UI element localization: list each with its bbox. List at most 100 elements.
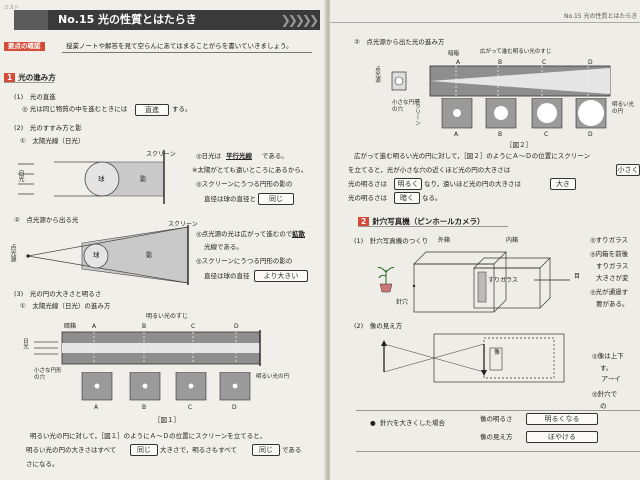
s1a-end: する。	[172, 105, 192, 113]
image-formation-diagram	[381, 333, 565, 383]
c1-note-1: ◎すりガラス	[590, 236, 629, 244]
c3-sharpness-label: 像の見え方	[480, 433, 513, 441]
c3-row-label: 針穴を大きくした場合	[380, 419, 445, 427]
letter-a: A	[92, 323, 97, 330]
c1-note-6: 要がある。	[596, 300, 629, 308]
sunlight-shadow-diagram	[18, 150, 165, 204]
banner-number: No.15	[58, 13, 95, 26]
para-1: 明るい光の円に対して，［図１］のようにＡ～Ｄの位置にスクリーンを立てると，	[30, 432, 267, 440]
answer-darker: 暗く	[394, 192, 420, 204]
fig2-letter-b: B	[498, 131, 503, 138]
frosted-glass-label: すりガラス	[488, 277, 518, 284]
screens-row	[81, 372, 251, 401]
letter-b: B	[142, 323, 147, 330]
c2-note-4: の	[600, 402, 607, 410]
fig2-letter-c: C	[544, 131, 549, 138]
bullet-icon: ●	[370, 419, 376, 427]
corner-label: ミスト	[4, 5, 20, 11]
s1b1-label: ① 太陽光線（日光）	[20, 137, 85, 145]
pinhole-label: 針穴	[396, 299, 409, 306]
letter-d: D	[234, 323, 239, 330]
figure-1-dark-box	[34, 330, 261, 366]
inner-box-label: 内箱	[506, 237, 519, 244]
r-box-label: 暗箱	[448, 51, 460, 57]
point-note-2: 光線である。	[204, 243, 243, 251]
answer-same-brightness: 同じ	[252, 444, 280, 456]
screen-letter-c: C	[188, 404, 193, 411]
para-2: 明るい光の円の大きさはすべて	[26, 446, 117, 454]
lamp-label: 点光源	[9, 244, 16, 262]
outer-box-label: 外箱	[438, 237, 451, 244]
r-letter-c: C	[542, 59, 547, 66]
fig2-letter-a: A	[454, 131, 459, 138]
screen-letter-b: B	[142, 404, 147, 411]
ball-label: 球	[98, 175, 105, 183]
r-para-1: 広がって進む明るい光の円に対して，［図２］のようにＡ～Ｄの位置にスクリーン	[354, 152, 590, 160]
r-letter-a: A	[456, 59, 461, 66]
figure-2-caption: ［図２］	[506, 141, 532, 149]
para-2b: 大きさで，明るさもすべて	[160, 446, 238, 454]
left-page: ミスト No.15 光の性質とはたらき ❯❯❯❯❯ 要点の確認 授業ノートや解答…	[0, 0, 326, 480]
c3-brightness-label: 像の明るさ	[480, 415, 513, 423]
running-header: No.15 光の性質とはたらき	[564, 13, 638, 20]
letter-c: C	[191, 323, 196, 330]
c2-note-2: す。	[600, 364, 613, 372]
shadow-label: 影	[140, 175, 147, 183]
s1b-label: (2) 光のすすみ方と影	[14, 124, 82, 132]
figure-2-dark-box	[391, 65, 611, 97]
answer-smaller: 小さく	[616, 164, 640, 176]
right-page: No.15 光の性質とはたらき ② 点光源から出た光の進み方 暗箱 広がって進む…	[330, 0, 640, 480]
dark-box-label: 暗箱	[64, 323, 77, 330]
r-para-4: 光の明るさは	[348, 194, 387, 202]
shadow-label-2: 影	[146, 251, 153, 259]
point-light-diagram	[26, 225, 189, 285]
sunlight-label: 日光	[17, 170, 24, 182]
ball-label-2: 球	[93, 251, 100, 259]
r2-label: ② 点光源から出た光の進み方	[354, 38, 445, 46]
pinhole-size-table: ● 針穴を大きくした場合 像の明るさ 明るくなる 像の見え方 ぼやける	[356, 410, 640, 452]
point-note-3: ◎スクリーンにうつる円形の影の	[196, 257, 293, 265]
r-hole-label: 小さな円形の穴	[392, 100, 420, 113]
c1-note-2: ◎内箱を前後	[590, 250, 629, 258]
s1c-label: (3) 光の円の大きさと明るさ	[14, 290, 102, 298]
screen-letter-a: A	[94, 404, 99, 411]
answer-sharpness: ぼやける	[526, 431, 598, 443]
sun-note-2: ※太陽がとても遠いところにあるから。	[192, 166, 308, 174]
answer-same-size: 同じ	[130, 444, 158, 456]
r-para-2: を立てると，光が小さな穴の近くほど光の円の大きさは	[348, 166, 511, 174]
title-banner: No.15 光の性質とはたらき ❯❯❯❯❯	[14, 10, 320, 30]
answer-larger-far: 大き	[550, 178, 576, 190]
c2-note-3: ◎針穴で	[592, 390, 618, 398]
r-para-4b: なる。	[422, 194, 442, 202]
r-lamp-label: 点光源	[374, 66, 380, 83]
lead-tag: 要点の確認	[4, 42, 45, 51]
sun-note-1-end: である。	[262, 152, 288, 160]
figure-2-screens	[441, 98, 607, 129]
c2-note-1: ◎像は上下	[592, 352, 624, 360]
screen-label: スクリーン	[146, 151, 176, 158]
chevron-decoration-icon: ❯❯❯❯❯	[280, 13, 319, 27]
s1a-label: (1) 光の直進	[14, 93, 56, 101]
sun-note-1-answer: 平行光線	[226, 152, 252, 160]
small-hole-label: 小さな円形の穴	[34, 368, 62, 381]
answer-larger: より大きい	[254, 270, 308, 282]
point-note-1-answer: 拡散	[292, 230, 305, 238]
r-spread-label: 広がって進む明るい光のすじ	[480, 49, 552, 55]
r-letter-b: B	[498, 59, 503, 66]
c2-label: (2) 像の見え方	[354, 322, 403, 330]
r-para-3b: なり，遠いほど光の円の大きさは	[424, 180, 522, 188]
pinhole-camera-diagram	[377, 251, 570, 313]
r-para-3: 光の明るさは	[348, 180, 387, 188]
s1b2-label: ② 点光源から出る光	[14, 216, 79, 224]
answer-brightness: 明るくなる	[526, 413, 598, 425]
sun-note-4: 直径は球の直径と	[204, 195, 256, 203]
bright-beam-label: 明るい光のすじ	[146, 313, 189, 320]
s1c1-label: ① 太陽光線（日光）の進み方	[20, 302, 111, 310]
screen-letter-d: D	[232, 404, 237, 411]
r-circle-label: 明るい光の円	[612, 102, 635, 115]
point-note-1: ◎点光源の光は広がって進むので	[196, 230, 293, 238]
answer-same-diameter: 同じ	[258, 193, 294, 205]
